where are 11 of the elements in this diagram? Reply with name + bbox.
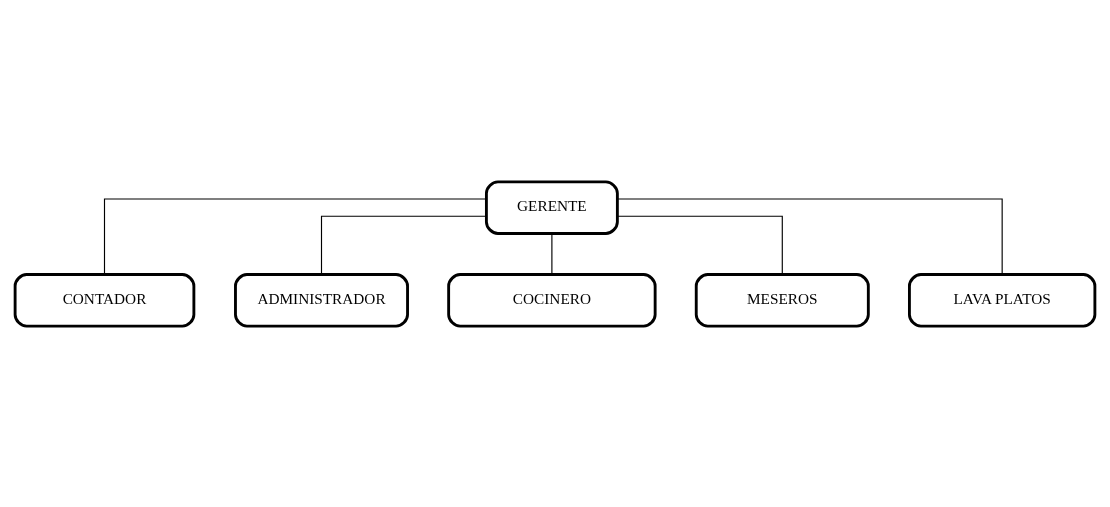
connector: [617, 197, 1003, 275]
node-box: LAVA PLATOS: [908, 272, 1097, 328]
connector: [320, 215, 487, 275]
connector: [617, 215, 783, 275]
node-box: ADMINISTRADOR: [234, 272, 409, 328]
connector: [103, 197, 487, 275]
node-box: CONTADOR: [13, 272, 196, 328]
connector: [551, 232, 553, 275]
node-box: MESEROS: [694, 272, 870, 328]
node-box: COCINERO: [447, 272, 657, 328]
node-box: GERENTE: [484, 179, 619, 235]
